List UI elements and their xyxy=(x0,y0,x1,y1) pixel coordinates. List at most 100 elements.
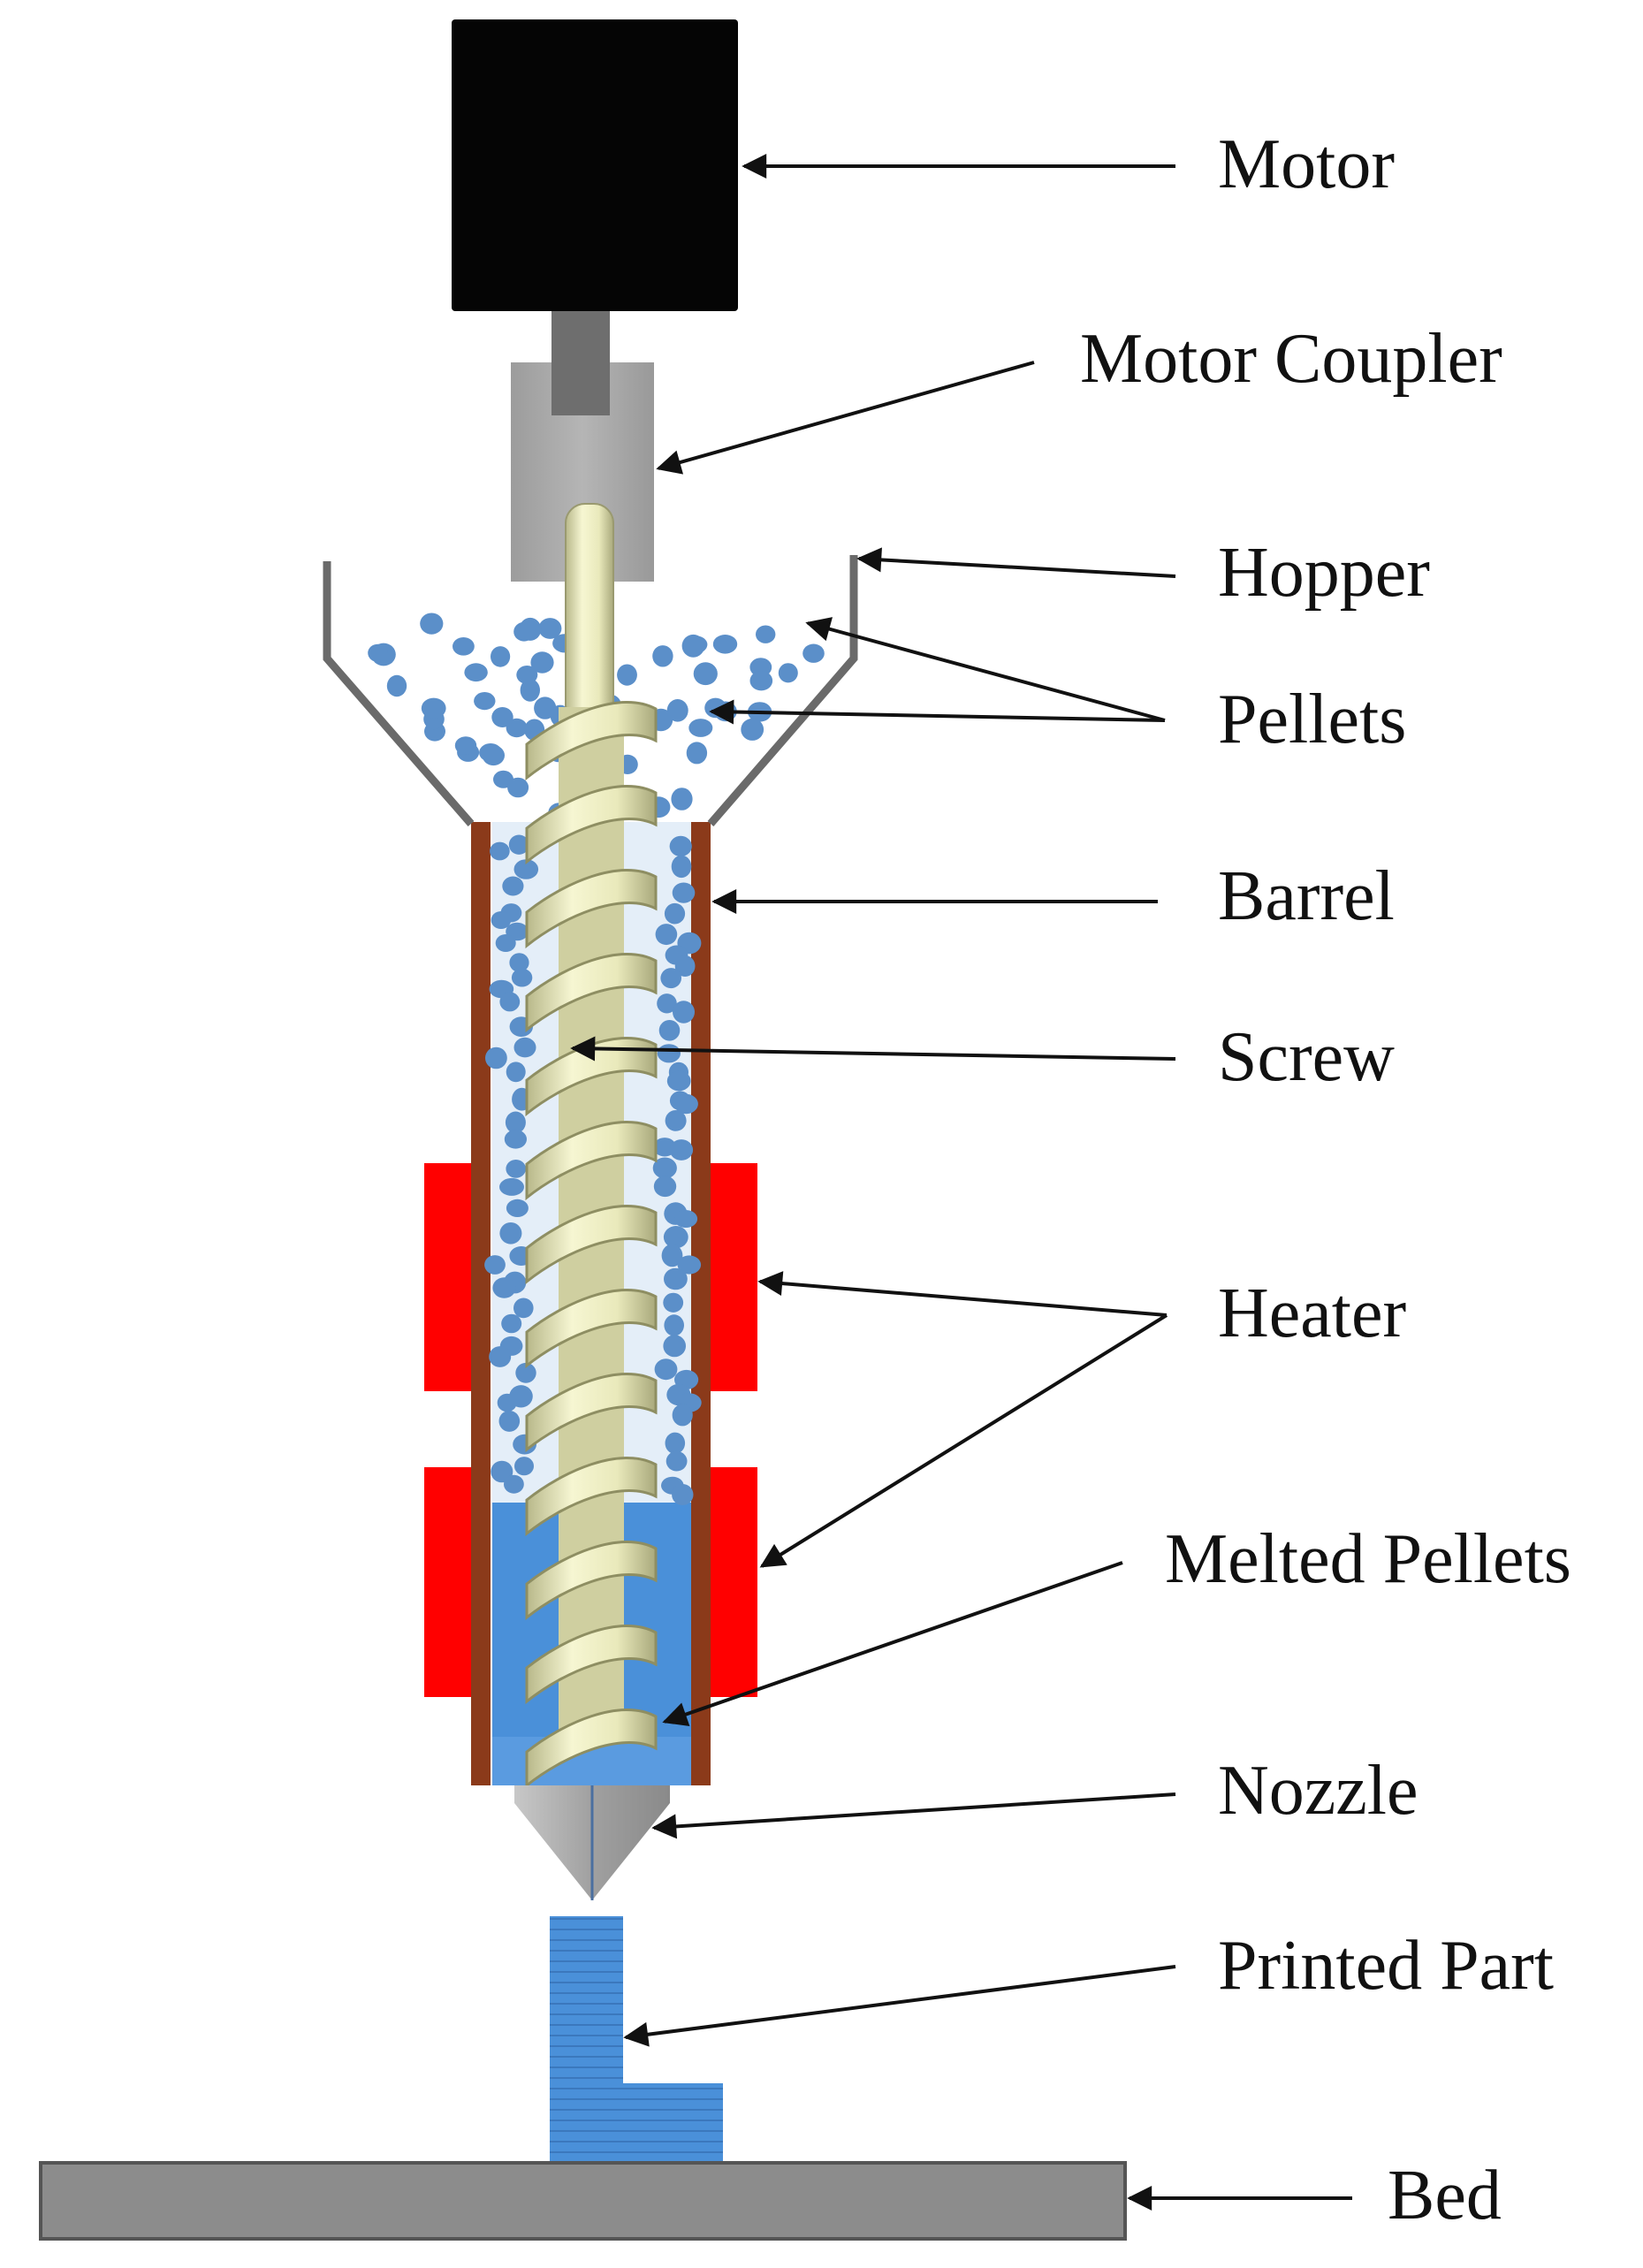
pellet xyxy=(669,835,692,857)
pellet xyxy=(664,1267,688,1290)
pellet xyxy=(741,718,764,741)
pellet xyxy=(756,625,776,643)
pellet xyxy=(657,1044,681,1063)
pellet xyxy=(502,876,524,896)
pellet xyxy=(663,1226,688,1249)
pellet xyxy=(672,1404,693,1427)
screw-flight xyxy=(525,1457,658,1537)
screw-flight xyxy=(525,1709,658,1789)
heater-upper-left xyxy=(424,1163,471,1391)
pellet xyxy=(491,1460,513,1483)
pellet xyxy=(506,1062,526,1083)
pellet xyxy=(686,742,708,765)
heater-lower-right xyxy=(711,1467,757,1697)
pellet xyxy=(802,643,825,663)
pellet xyxy=(654,1359,678,1381)
pellet xyxy=(661,1244,683,1267)
pellet xyxy=(688,719,713,737)
pellet xyxy=(492,1277,516,1298)
pellet xyxy=(671,855,692,879)
pellet xyxy=(653,1176,677,1198)
pellet xyxy=(485,1046,507,1069)
pellet xyxy=(674,955,696,977)
pellet xyxy=(693,662,718,686)
printed-part xyxy=(550,1916,723,2163)
pellet xyxy=(538,618,562,639)
motor-body xyxy=(452,19,738,311)
pellet xyxy=(677,1255,702,1275)
pellet xyxy=(489,1346,512,1367)
pellets-leader-2 xyxy=(709,699,1166,725)
pellet xyxy=(514,1457,534,1476)
pellet xyxy=(474,692,496,711)
pellet xyxy=(499,992,521,1012)
pellet xyxy=(464,663,488,682)
pellet xyxy=(664,902,686,925)
screw-flight xyxy=(525,1625,658,1705)
screw-flight xyxy=(525,1541,658,1621)
pellet xyxy=(663,1292,684,1313)
printed-part-leader xyxy=(623,1965,1176,2047)
screw-flight xyxy=(525,953,658,1033)
barrel-wall-left xyxy=(471,822,491,1785)
hopper-label: Hopper xyxy=(1218,534,1430,612)
motor-coupler-leader xyxy=(656,361,1035,475)
hopper-leader xyxy=(856,547,1176,578)
nozzle-leader xyxy=(651,1792,1176,1839)
pellet xyxy=(501,1313,522,1334)
barrel-label: Barrel xyxy=(1218,857,1395,935)
pellet xyxy=(484,1255,506,1275)
screw-flight xyxy=(525,1289,658,1369)
pellet xyxy=(664,1314,684,1336)
pellet xyxy=(497,1393,517,1412)
pellet xyxy=(454,736,477,755)
pellet xyxy=(490,841,510,861)
bed-label: Bed xyxy=(1388,2157,1502,2234)
pellet xyxy=(368,643,388,662)
pellet xyxy=(516,666,538,684)
pellet xyxy=(669,1139,694,1161)
pellet xyxy=(519,617,542,641)
pellet xyxy=(506,718,528,738)
hopper xyxy=(323,555,858,826)
motor-coupler-label: Motor Coupler xyxy=(1080,320,1502,398)
heater-leader-1 xyxy=(757,1271,1168,1317)
screw-flight xyxy=(525,701,658,781)
pellet xyxy=(513,1298,534,1319)
screw-shaft xyxy=(565,503,614,726)
pellet xyxy=(509,953,529,972)
pellet xyxy=(666,1450,688,1472)
pellet xyxy=(515,1362,536,1383)
pellets-label: Pellets xyxy=(1218,681,1406,758)
motor-label: Motor xyxy=(1218,126,1395,203)
pellet xyxy=(491,707,513,727)
pellet xyxy=(681,634,705,658)
pellet xyxy=(511,968,533,987)
pellet xyxy=(673,1210,698,1228)
pellet xyxy=(530,651,554,674)
printed-part-label: Printed Part xyxy=(1218,1927,1554,2005)
screw-flight xyxy=(525,785,658,865)
melted-pellets-label: Melted Pellets xyxy=(1165,1520,1571,1598)
pellet xyxy=(520,679,540,702)
pellet xyxy=(534,696,557,719)
screw-flight xyxy=(525,1121,658,1201)
nozzle-label: Nozzle xyxy=(1218,1752,1419,1830)
pellet xyxy=(778,663,798,683)
pellet xyxy=(504,1474,524,1494)
pellet xyxy=(652,645,673,667)
pellets-leader-1 xyxy=(805,617,1166,722)
pellet xyxy=(499,1222,522,1244)
pellet xyxy=(673,1093,698,1115)
pellet xyxy=(749,671,773,691)
screw xyxy=(525,701,658,1789)
pellet xyxy=(506,1199,529,1217)
pellet xyxy=(420,613,444,635)
pellet xyxy=(666,1070,691,1092)
pellet xyxy=(491,646,511,667)
pellet xyxy=(506,1160,526,1178)
pellet xyxy=(479,743,503,762)
pellet xyxy=(712,635,738,654)
pellet xyxy=(507,777,529,798)
